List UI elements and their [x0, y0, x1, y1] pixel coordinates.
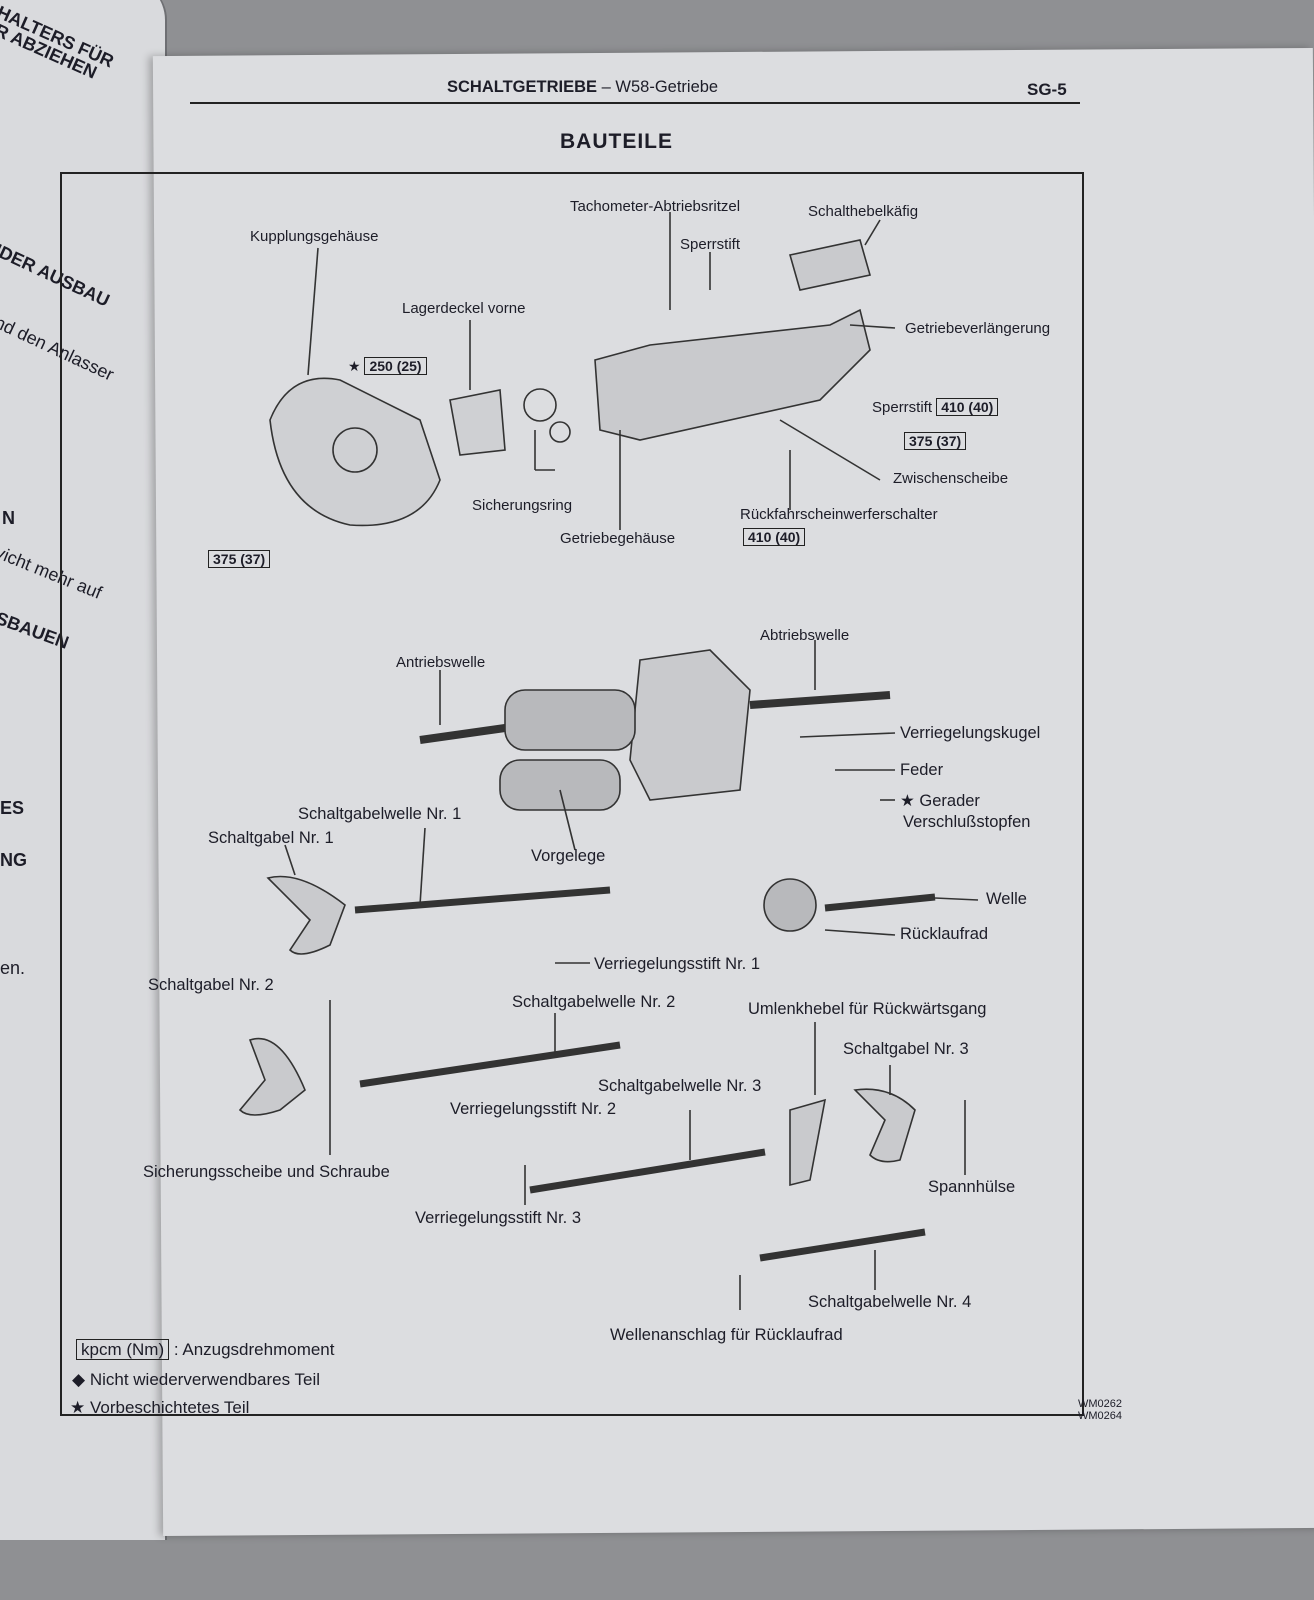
torque-410-switch: 410 (40) — [743, 528, 806, 547]
shift-shaft-4 — [759, 1228, 926, 1262]
label-vorgelege: Vorgelege — [531, 847, 606, 865]
header-section: SCHALTGETRIEBE – W58-Getriebe — [447, 78, 719, 96]
label-ruecklaufrad: Rücklaufrad — [900, 925, 989, 943]
label-tachometer: Tachometer-Abtriebsritzel — [570, 198, 741, 215]
label-vs3: Verriegelungsstift Nr. 3 — [415, 1209, 581, 1227]
shift-fork-1 — [266, 875, 346, 955]
label-vs1: Verriegelungsstift Nr. 1 — [594, 955, 760, 973]
shift-fork-2 — [238, 1037, 306, 1116]
legend-diamond: ◆ Nicht wiederverwendbares Teil — [72, 1370, 321, 1389]
label-getriebegehaeuse: Getriebegehäuse — [560, 530, 676, 547]
label-sgw4: Schaltgabelwelle Nr. 4 — [808, 1293, 972, 1311]
label-sg3: Schaltgabel Nr. 3 — [843, 1040, 969, 1058]
label-umlenkhebel: Umlenkhebel für Rückwärtsgang — [748, 1000, 987, 1018]
left-page — [0, 0, 167, 1540]
label-vs2: Verriegelungsstift Nr. 2 — [450, 1100, 616, 1118]
label-rueckfahr: Rückfahrscheinwerferschalter — [740, 506, 938, 523]
shift-shaft-3 — [529, 1148, 766, 1194]
legend-star: ★ Vorbeschichtetes Teil — [70, 1398, 250, 1417]
label-verschlussstopfen: Verschlußstopfen — [903, 813, 1031, 831]
label-sperrstift: Sperrstift — [680, 236, 741, 253]
shift-shaft-2 — [359, 1041, 621, 1088]
page-title: BAUTEILE — [560, 130, 673, 153]
label-sg1: Schaltgabel Nr. 1 — [208, 829, 334, 847]
clutch-housing — [269, 377, 441, 527]
left-page-text: N — [2, 508, 15, 528]
label-feder: Feder — [900, 761, 944, 779]
torque-375-left: 375 (37) — [208, 550, 271, 569]
label-wellenanschlag: Wellenanschlag für Rücklaufrad — [610, 1326, 843, 1344]
torque-375-right: 375 (37) — [904, 432, 967, 451]
label-sicherungsscheibe: Sicherungsscheibe und Schraube — [143, 1163, 390, 1181]
label-welle: Welle — [986, 890, 1027, 908]
label-sg2: Schaltgabel Nr. 2 — [148, 976, 274, 994]
diagram-frame — [60, 172, 1084, 1416]
label-antriebswelle: Antriebswelle — [396, 654, 486, 671]
label-sgw3: Schaltgabelwelle Nr. 3 — [598, 1077, 762, 1095]
intermediate-plate — [629, 649, 751, 801]
label-sicherungsring: Sicherungsring — [472, 497, 573, 514]
label-sperrstift-right: Sperrstift 410 (40) — [872, 398, 999, 416]
label-zwischenscheibe: Zwischenscheibe — [893, 470, 1009, 487]
label-sgw2: Schaltgabelwelle Nr. 2 — [512, 993, 676, 1011]
transmission-case — [594, 308, 871, 441]
shift-shaft-1 — [354, 886, 611, 914]
left-page-text: en. — [0, 958, 26, 978]
label-schalthebelkaefig: Schalthebelkäfig — [808, 203, 919, 220]
star-icon: ★ — [70, 1398, 86, 1417]
label-spannhuelse: Spannhülse — [928, 1178, 1016, 1196]
diamond-icon: ◆ — [72, 1370, 86, 1389]
label-kupplungsgehaeuse: Kupplungsgehäuse — [250, 228, 379, 245]
left-page-text: NG — [0, 850, 27, 870]
label-sgw1: Schaltgabelwelle Nr. 1 — [298, 805, 462, 823]
label-verriegelungskugel: Verriegelungskugel — [900, 724, 1041, 742]
label-gerader: ★ Gerader — [900, 792, 980, 810]
left-page-text: ES — [0, 798, 25, 818]
legend-torque: kpcm (Nm) : Anzugsdrehmoment — [76, 1339, 335, 1360]
label-abtriebswelle: Abtriebswelle — [760, 627, 850, 644]
label-getriebeverlaengerung: Getriebeverlängerung — [905, 320, 1051, 337]
label-lagerdeckel: Lagerdeckel vorne — [402, 300, 526, 317]
page-number: SG-5 — [1027, 80, 1067, 99]
header-rule — [190, 102, 1080, 104]
shift-fork-3 — [853, 1088, 916, 1163]
torque-250: ★ 250 (25) — [348, 357, 427, 375]
